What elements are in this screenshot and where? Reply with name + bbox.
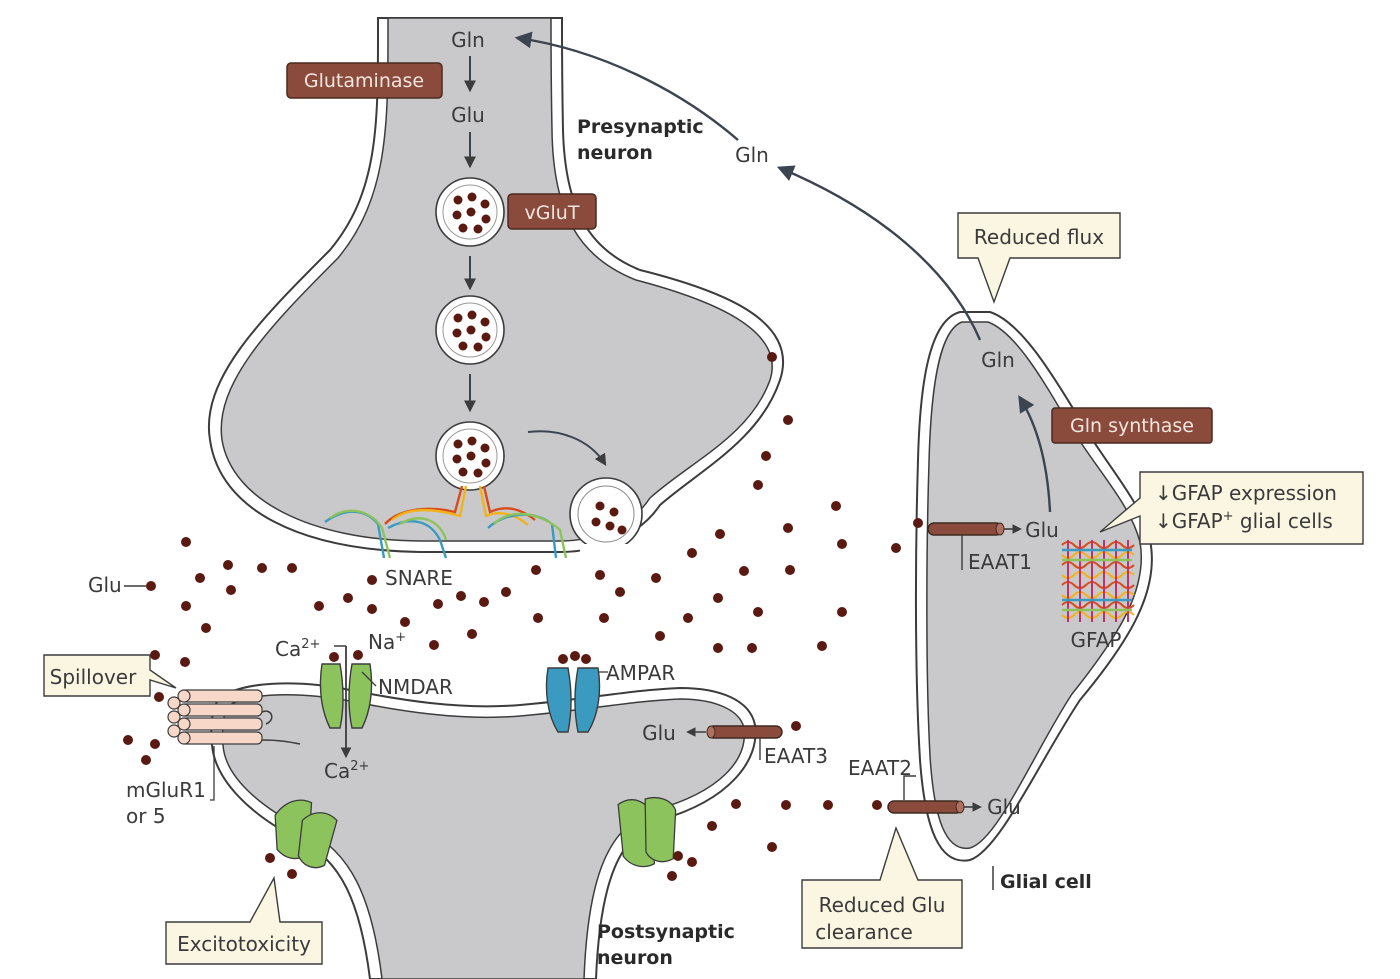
glial-synthesis-arrow [1018,395,1052,513]
fusing-vesicle-glu [591,501,627,535]
ampar-receptor [545,651,608,733]
mglur-receptor [167,689,301,801]
eaat1-label: EAAT1 [968,550,1032,574]
glial-cytoplasm [926,321,1143,850]
eaat3-label: EAAT3 [764,744,828,768]
gln-synthase-label: Gln synthase [1070,415,1194,437]
eaat1-glu-label: Glu [1025,518,1059,542]
spillover-text: Spillover [50,665,137,689]
gfap-label: GFAP [1071,628,1122,652]
presynaptic-arrows [464,56,607,467]
ca-in-label: Ca2+ [275,637,320,661]
glial-cell [914,311,1153,862]
eaat2-glu-label: Glu [987,795,1021,819]
reduced-glu-line1: Reduced Glu [819,893,946,917]
vglut-box: vGluT [507,193,597,230]
glutaminase-box: Glutaminase [286,62,443,99]
glial-gln-label: Gln [981,348,1015,372]
excitotoxicity-text: Excitotoxicity [177,932,311,956]
nmdar-receptor [319,645,377,759]
presynaptic-label-line2: neuron [577,142,653,164]
ca-out-label: Ca2+ [324,759,369,783]
vglut-label: vGluT [525,202,580,224]
glial-cell-label: Glial cell [1000,871,1092,893]
reduced-flux-text: Reduced flux [974,225,1104,249]
gfap-expression-text: ↓GFAP expression [1155,481,1337,505]
snare-label: SNARE [385,566,453,590]
ampar-label: AMPAR [606,661,675,685]
gln-synthase-box: Gln synthase [1051,407,1213,444]
gln-recycle-arrow-lower [776,165,982,341]
glu-legend: Glu [88,573,156,597]
vesicle-2 [435,295,505,365]
eaat2-transporter [872,775,982,814]
postsynaptic-label-line1: Postsynaptic [597,921,735,943]
glu-legend-label: Glu [88,573,122,597]
snare-complex [324,485,568,559]
vesicle-1 [435,177,505,247]
extrasynaptic-receptor-right [617,796,697,881]
na-label: Na+ [368,630,406,654]
presynaptic-glu-label: Glu [451,103,485,127]
callout-spillover: Spillover [43,654,177,697]
gfap-filaments [1061,540,1135,622]
eaat3-glu-label: Glu [642,721,676,745]
nmdar-label: NMDAR [378,675,453,699]
callout-reduced-glu-clearance: Reduced Glu clearance [801,825,963,949]
cleft-glutamate [123,352,901,852]
reduced-glu-line2: clearance [815,920,913,944]
presynaptic-label-line1: Presynaptic [577,116,704,138]
glutaminase-label: Glutaminase [304,70,424,92]
eaat3-transporter [686,721,801,760]
callout-excitotoxicity: Excitotoxicity [165,875,323,965]
presynaptic-gln-label: Gln [451,28,485,52]
eaat2-label: EAAT2 [848,756,912,780]
vesicle-3 [435,421,505,491]
recycling-gln-label: Gln [735,143,769,167]
gfap-cells-text: ↓GFAP+ glial cells [1155,509,1333,533]
callout-gfap: ↓GFAP expression ↓GFAP+ glial cells [1099,471,1364,545]
extrasynaptic-receptor-left [265,799,338,879]
mglur-label-line2: or 5 [126,804,166,828]
callout-reduced-flux: Reduced flux [957,212,1121,305]
postsynaptic-label-line2: neuron [597,947,673,969]
gln-recycle-arrow-upper [514,31,739,141]
eaat1-transporter [913,518,1022,570]
mglur-label-line1: mGluR1 [126,778,206,802]
